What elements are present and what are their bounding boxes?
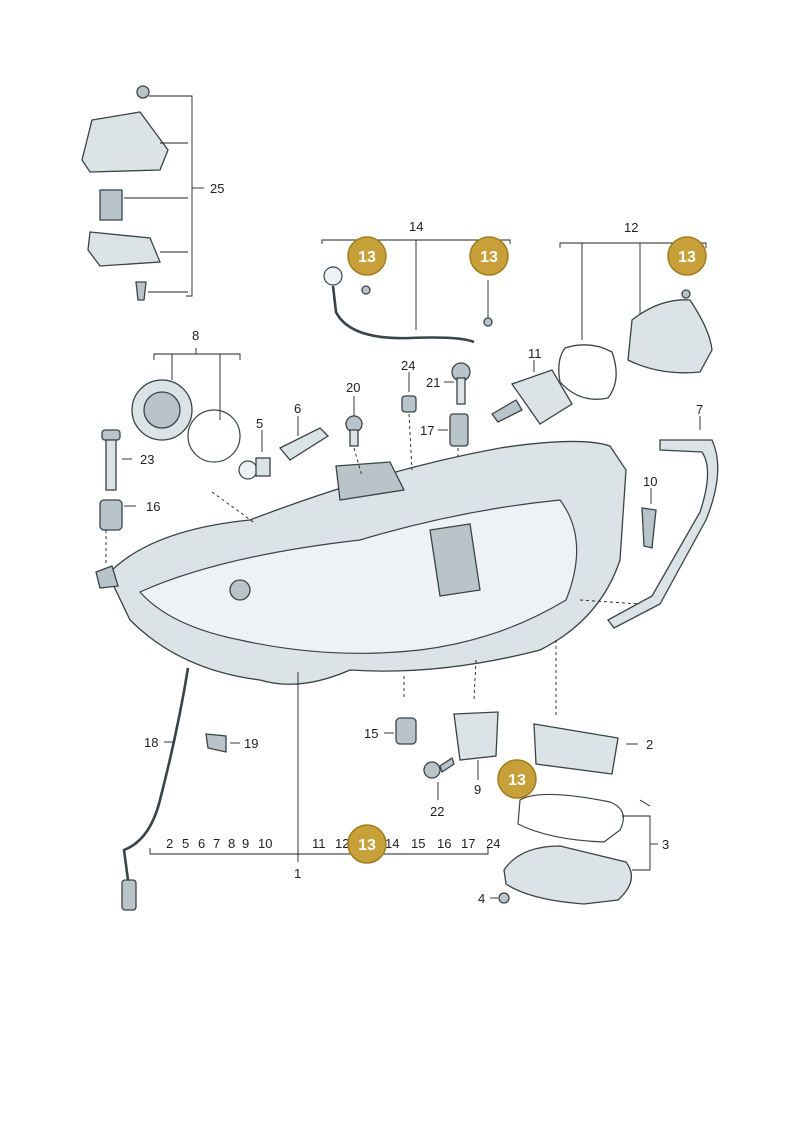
svg-text:13: 13	[678, 249, 696, 266]
label-15: 15	[364, 726, 378, 741]
svg-text:13: 13	[358, 249, 376, 266]
label-7: 7	[696, 402, 703, 417]
part-7-trim-strip	[607, 416, 719, 629]
label-20: 20	[346, 380, 360, 395]
label-19: 19	[244, 736, 258, 751]
badge-13-harness-left: 13	[347, 236, 387, 276]
part-25-bracket-set	[81, 85, 204, 301]
kit-item-6: 6	[198, 836, 205, 851]
part-18-wire	[121, 667, 190, 911]
label-16: 16	[146, 499, 160, 514]
badge-13-kit-row: 13	[347, 824, 387, 864]
label-11: 11	[528, 346, 542, 361]
label-12: 12	[624, 220, 638, 235]
label-21: 21	[426, 375, 440, 390]
kit-item-10: 10	[258, 836, 272, 851]
label-3: 3	[662, 837, 669, 852]
svg-text:13: 13	[480, 249, 498, 266]
label-5: 5	[256, 416, 263, 431]
part-2-control-unit	[533, 723, 638, 775]
kit-item-2: 2	[166, 836, 173, 851]
badge-13-harness-right: 13	[469, 236, 509, 276]
kit-item-7: 7	[213, 836, 220, 851]
kit-item-15: 15	[411, 836, 425, 851]
svg-text:13: 13	[358, 837, 376, 854]
kit-item-11: 11	[312, 836, 326, 851]
label-14: 14	[409, 219, 423, 234]
kit-item-17: 17	[461, 836, 475, 851]
label-9: 9	[474, 782, 481, 797]
kit-contents-bracket	[149, 672, 489, 862]
part-3-frame-with-seal	[503, 793, 658, 905]
part-15-cap	[384, 717, 417, 745]
part-9-connector	[453, 711, 499, 780]
part-1-headlight-assembly	[95, 440, 627, 685]
part-22-screw	[423, 756, 455, 800]
label-2: 2	[646, 737, 653, 752]
kit-item-16: 16	[437, 836, 451, 851]
label-6: 6	[294, 401, 301, 416]
badge-13-cover: 13	[667, 236, 707, 276]
part-6-adjuster	[278, 416, 330, 461]
part-12-cover-with-seal	[558, 242, 713, 400]
svg-text:13: 13	[508, 772, 526, 789]
part-19-clip	[205, 733, 240, 753]
part-11-leveling-motor	[491, 360, 573, 425]
kit-item-9: 9	[242, 836, 249, 851]
part-23-bolt	[101, 429, 132, 491]
label-23: 23	[140, 452, 154, 467]
kit-item-8: 8	[228, 836, 235, 851]
part-17-nut	[438, 413, 469, 447]
part-4-screw	[490, 892, 510, 904]
part-24-grommet	[401, 372, 417, 413]
label-18: 18	[144, 735, 158, 750]
part-16-nut	[99, 499, 136, 531]
label-17: 17	[420, 423, 434, 438]
label-22: 22	[430, 804, 444, 819]
label-24: 24	[401, 358, 415, 373]
kit-item-5: 5	[182, 836, 189, 851]
label-25: 25	[210, 181, 224, 196]
kit-item-12: 12	[335, 836, 349, 851]
part-21-screw	[444, 362, 471, 405]
label-4: 4	[478, 891, 485, 906]
part-10-clip	[641, 488, 657, 549]
kit-item-14: 14	[385, 836, 399, 851]
label-10: 10	[643, 474, 657, 489]
part-20-screw	[345, 396, 363, 447]
part-8-cover-caps	[131, 348, 241, 463]
kit-item-24: 24	[486, 836, 500, 851]
part-14-wiring-harness	[321, 239, 511, 344]
part-5-bulb	[238, 430, 271, 480]
label-8: 8	[192, 328, 199, 343]
badge-13-control-unit: 13	[497, 759, 537, 799]
label-1: 1	[294, 866, 301, 881]
